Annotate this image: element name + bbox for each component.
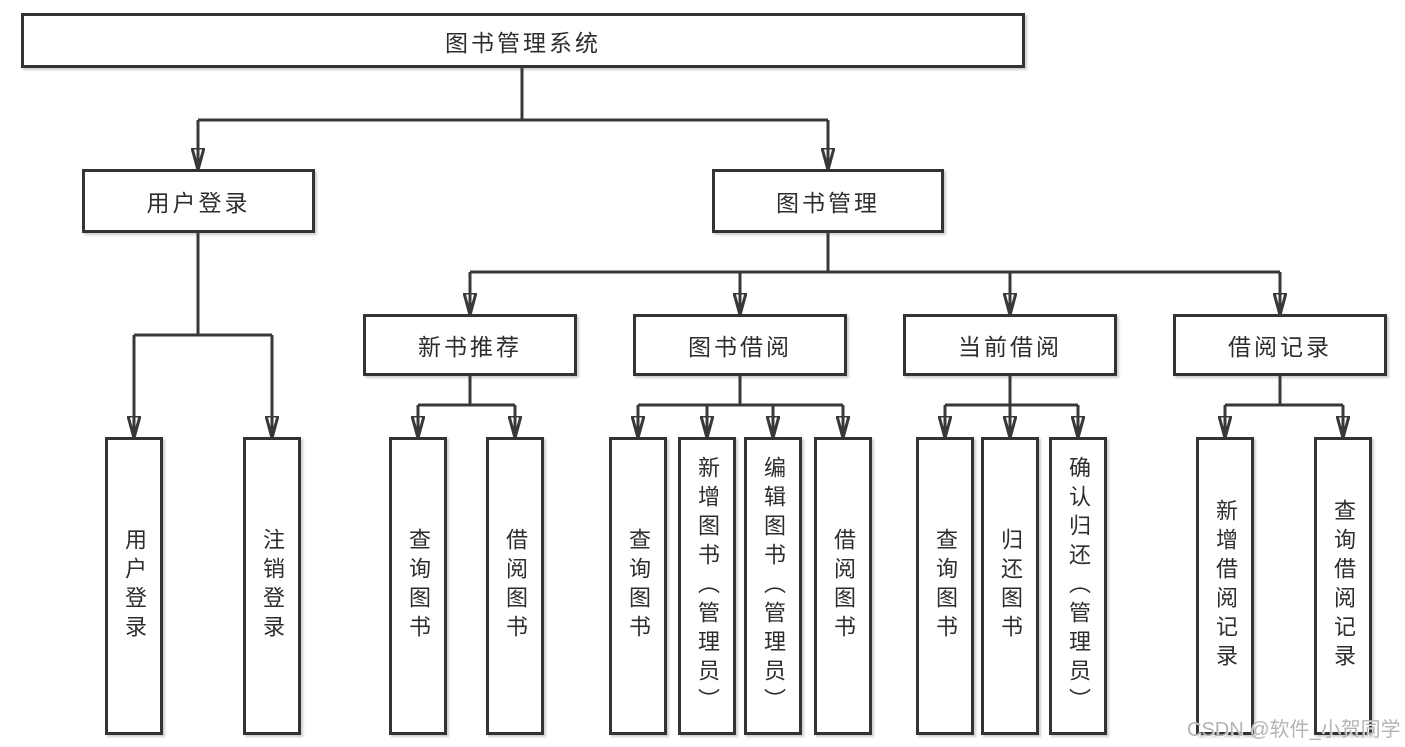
connector-user-login-to-leaves [134,233,272,437]
leaf-query-books-recommend-label: 查询图书 [406,528,431,644]
leaf-add-book-admin: 新增图书（管理员） [678,437,736,735]
leaf-add-book-admin-label: 新增图书（管理员） [695,455,720,717]
connector-root-to-branches [198,67,828,169]
node-library-system: 图书管理系统 [21,13,1025,68]
connector-borrow-records-to-leaves [1225,376,1343,437]
leaf-add-borrow-record: 新增借阅记录 [1196,437,1254,735]
leaf-query-books-borrow-label: 查询图书 [626,528,651,644]
leaf-user-login: 用户登录 [105,437,163,735]
leaf-query-books-current: 查询图书 [916,437,974,735]
leaf-edit-book-admin: 编辑图书（管理员） [744,437,802,735]
leaf-query-books-current-label: 查询图书 [933,528,958,644]
leaf-return-books: 归还图书 [981,437,1039,735]
leaf-add-borrow-record-label: 新增借阅记录 [1213,499,1238,673]
leaf-logout-login: 注销登录 [243,437,301,735]
leaf-query-books-borrow: 查询图书 [609,437,667,735]
leaf-confirm-return-admin: 确认归还（管理员） [1049,437,1107,735]
leaf-borrow-books-borrow-label: 借阅图书 [831,528,856,644]
connector-new-book-recommend-to-leaves [418,376,515,437]
node-new-book-recommend-label: 新书推荐 [418,334,522,360]
leaf-borrow-books-borrow: 借阅图书 [814,437,872,735]
leaf-borrow-books-recommend-label: 借阅图书 [503,528,528,644]
connector-book-borrow-to-leaves [638,376,843,437]
csdn-watermark: CSDN @软件_小贺同学 [1187,719,1401,741]
node-library-system-label: 图书管理系统 [445,29,601,56]
leaf-edit-book-admin-label: 编辑图书（管理员） [761,455,786,717]
node-current-borrow-label: 当前借阅 [958,334,1062,360]
leaf-borrow-books-recommend: 借阅图书 [486,437,544,735]
node-borrow-records-label: 借阅记录 [1228,334,1332,360]
leaf-return-books-label: 归还图书 [998,528,1023,644]
leaf-query-borrow-record-label: 查询借阅记录 [1331,499,1356,673]
node-borrow-records: 借阅记录 [1173,314,1387,376]
node-book-management: 图书管理 [712,169,944,233]
node-book-borrow: 图书借阅 [633,314,847,376]
node-user-login: 用户登录 [82,169,315,233]
connector-book-management-to-modules [470,233,1280,314]
leaf-query-books-recommend: 查询图书 [389,437,447,735]
node-user-login-label: 用户登录 [146,190,251,216]
node-book-management-label: 图书管理 [776,190,880,216]
node-current-borrow: 当前借阅 [903,314,1117,376]
leaf-user-login-label: 用户登录 [122,528,147,644]
node-book-borrow-label: 图书借阅 [688,334,792,360]
leaf-logout-login-label: 注销登录 [260,528,285,644]
node-new-book-recommend: 新书推荐 [363,314,577,376]
leaf-query-borrow-record: 查询借阅记录 [1314,437,1372,735]
leaf-confirm-return-admin-label: 确认归还（管理员） [1066,455,1091,717]
connector-current-borrow-to-leaves [945,376,1078,437]
